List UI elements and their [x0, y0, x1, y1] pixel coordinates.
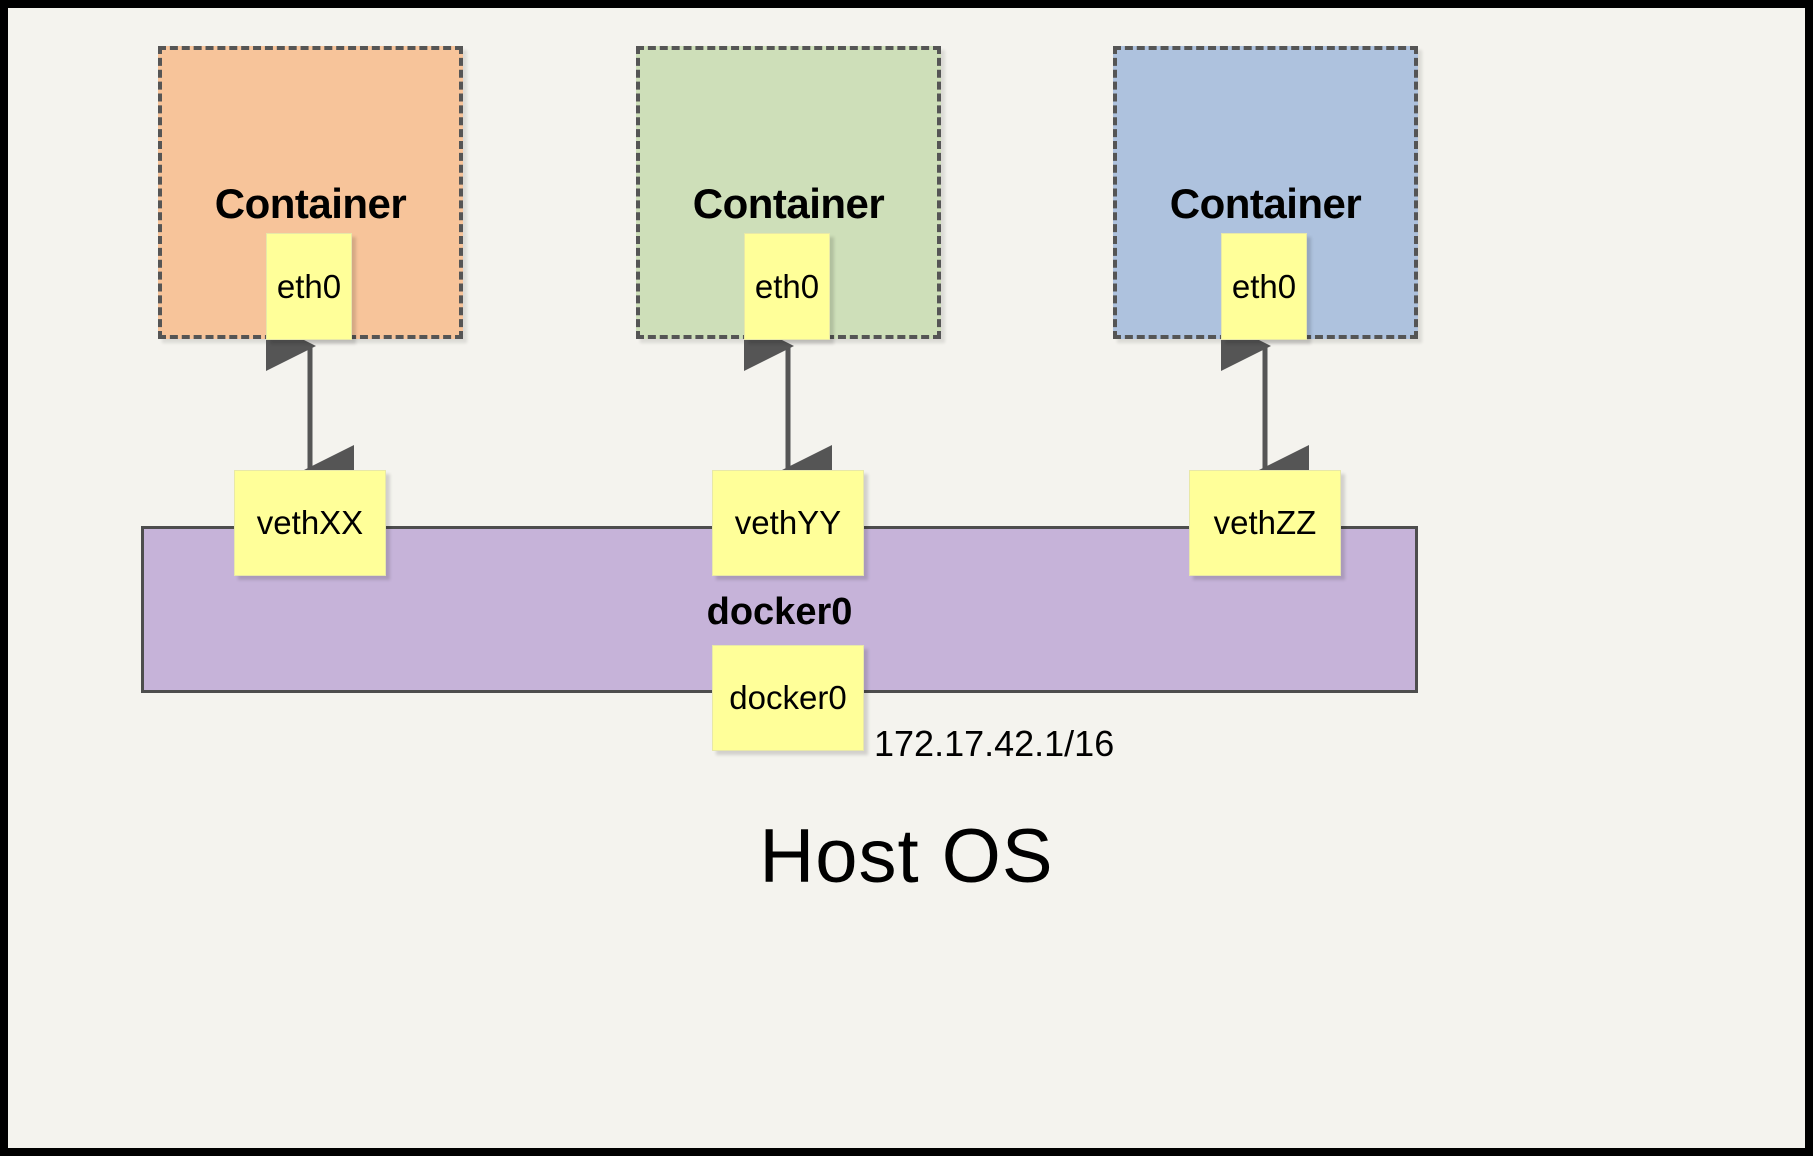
- eth0-interface-1: eth0: [266, 233, 352, 340]
- docker0-interface: docker0: [712, 645, 864, 751]
- eth0-label-2: eth0: [754, 267, 820, 305]
- diagram-stage: Container eth0 Container eth0 Container …: [8, 8, 1805, 1148]
- container-label-3: Container: [1169, 180, 1362, 227]
- docker0-bridge-label: docker0: [706, 591, 853, 633]
- container-label-2: Container: [692, 180, 885, 227]
- veth-interface-2: vethYY: [712, 470, 864, 576]
- link-arrow-1: [266, 321, 355, 495]
- eth0-interface-2: eth0: [744, 233, 830, 340]
- container-label-1: Container: [214, 180, 407, 227]
- veth-interface-1: vethXX: [234, 470, 386, 576]
- veth-interface-3: vethZZ: [1189, 470, 1341, 576]
- docker0-interface-label: docker0: [729, 679, 847, 716]
- host-os-label: Host OS: [759, 814, 1054, 899]
- eth0-label-3: eth0: [1231, 267, 1297, 305]
- veth-label-1: vethXX: [256, 504, 364, 541]
- link-arrow-3: [1221, 321, 1310, 495]
- docker0-ip-label: 172.17.42.1/16: [874, 723, 1115, 764]
- veth-label-3: vethZZ: [1213, 504, 1317, 541]
- eth0-label-1: eth0: [276, 267, 342, 305]
- link-arrow-2: [744, 321, 833, 495]
- eth0-interface-3: eth0: [1221, 233, 1307, 340]
- veth-label-2: vethYY: [734, 504, 842, 541]
